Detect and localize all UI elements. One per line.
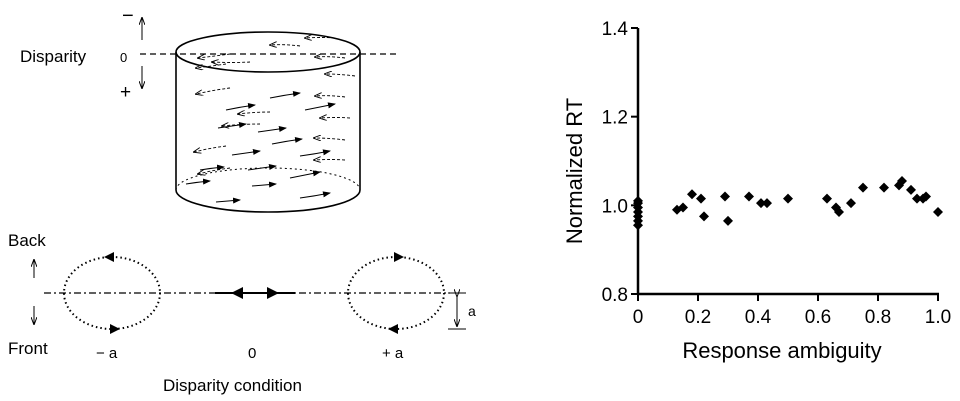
ellipse-minus-a-top-arrow-icon [104,252,114,262]
ellipse-minus-a-bottom-arrow-icon [110,324,120,334]
condition-zero-label: 0 [248,345,256,362]
data-point-diamond [834,206,844,217]
condition-plus-a-label: + a [382,345,404,362]
data-point-diamond [756,198,766,209]
cylinder-bottom-back [175,167,361,191]
cylinder-bottom-front [175,189,361,213]
data-point-diamond [906,184,916,195]
y-tick-label: 1.4 [602,19,629,40]
data-point-diamond [678,202,688,213]
data-point-diamond [822,193,832,204]
data-point-diamond [720,191,730,202]
x-axis-label: Response ambiguity [682,338,881,363]
ellipse-plus-a-top-arrow-icon [394,252,404,262]
condition-minus-a-label: − a [96,345,118,362]
data-point-diamond [696,193,706,204]
data-point-diamond [783,193,793,204]
x-tick-label: 0.8 [865,307,891,328]
data-point-diamond [921,191,931,202]
x-tick-label: 0.2 [685,307,711,328]
ellipse-plus-a-bottom-arrow-icon [388,324,398,334]
back-label: Back [8,231,46,250]
data-point-diamond [699,211,709,222]
y-axis-label: Normalized RT [562,98,587,244]
disparity-minus-sign: − [122,5,134,27]
data-point-diamond [912,193,922,204]
data-point-diamond [723,215,733,226]
x-tick-label: 0.6 [805,307,831,328]
data-point-diamond [933,206,943,217]
data-point-diamond [897,175,907,186]
data-point-diamond [858,182,868,193]
back-motion-arrows [194,38,356,175]
x-tick-label: 0.4 [745,307,772,328]
a-marker-label: a [468,303,476,319]
data-point-diamond [879,182,889,193]
data-point-diamond [846,198,856,209]
disparity-plus-sign: + [120,82,131,103]
scatter-chart: 0.8 1.0 1.2 1.4 0 0.2 0.4 0.6 0.8 1.0 Normalized… [562,19,951,363]
disparity-zero-label: 0 [120,50,127,65]
flat-left-arrow-icon [231,287,243,299]
disparity-label: Disparity [20,47,87,66]
cylinder-diagram: Disparity − 0 + [20,5,400,213]
data-point-diamond [744,191,754,202]
y-tick-label: 1.0 [602,196,628,217]
x-tick-label: 1.0 [925,307,951,328]
data-point-diamond [762,198,772,209]
data-point-diamond [687,189,697,200]
flat-right-arrow-icon [267,287,279,299]
front-label: Front [8,339,48,358]
disparity-condition-axis-label: Disparity condition [163,376,302,395]
y-tick-label: 0.8 [602,285,628,306]
disparity-conditions-diagram: Back Front a − a 0 + a Disparity conditi… [8,231,476,395]
front-motion-arrows [185,90,336,204]
x-tick-label: 0 [633,307,644,328]
y-tick-label: 1.2 [602,108,628,129]
